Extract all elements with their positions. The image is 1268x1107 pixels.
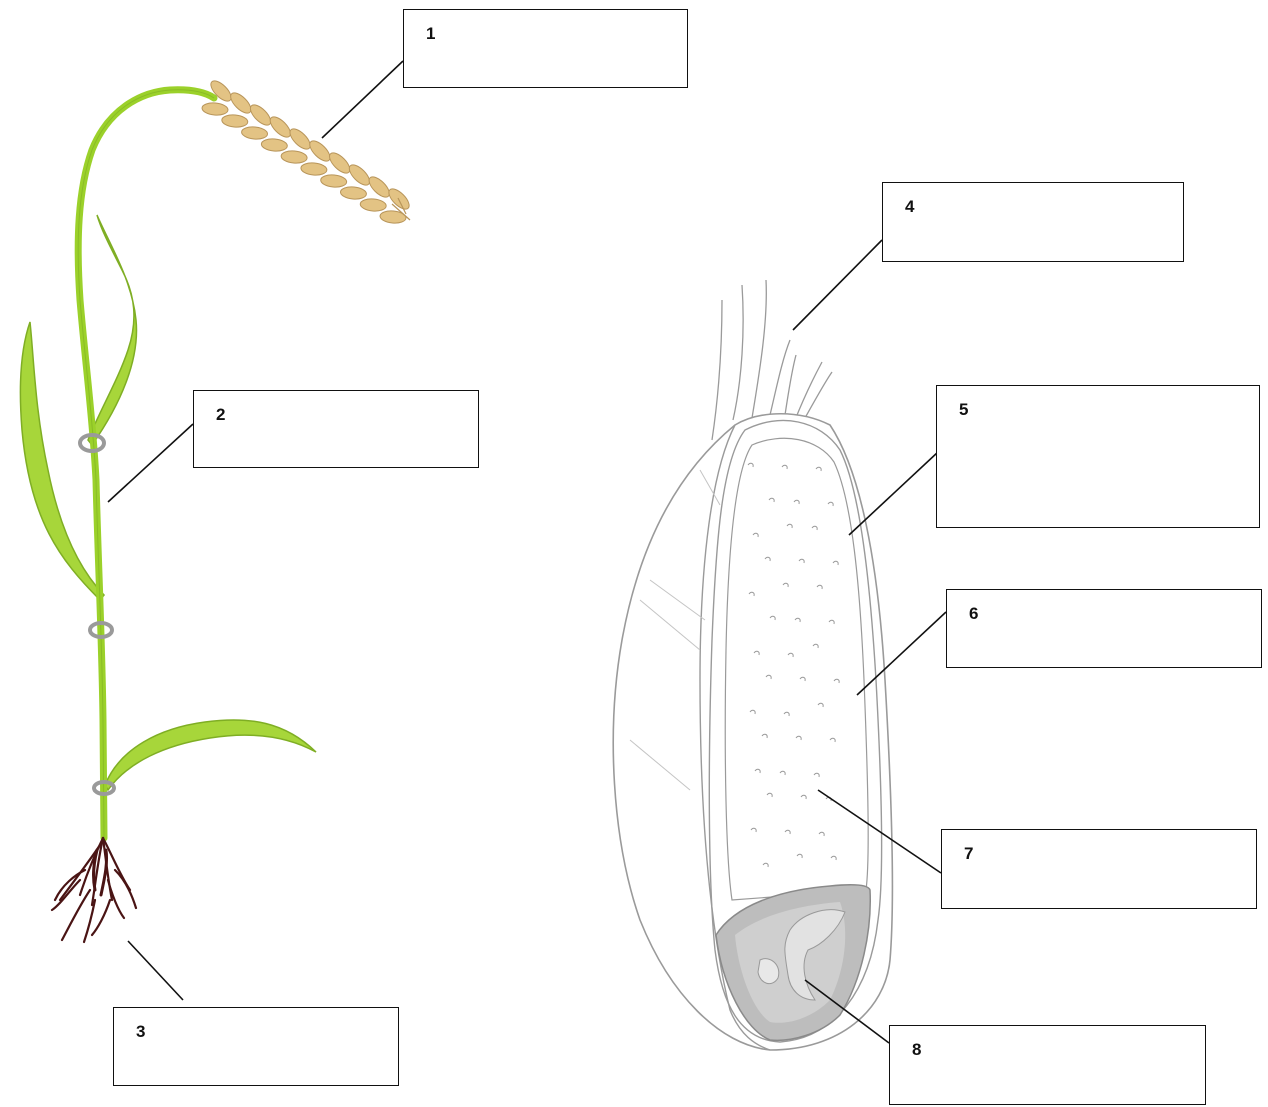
leader-line-3 [128,941,183,1000]
label-number-8: 8 [912,1040,921,1060]
leader-line-4 [793,240,882,330]
label-number-7: 7 [964,844,973,864]
label-box-4[interactable]: 4 [882,182,1184,262]
spikelet [366,174,393,201]
spikelet [281,150,308,164]
roots [52,838,136,942]
leader-line-2 [108,424,193,502]
spikelet [247,102,274,129]
spikelet [300,162,327,176]
wheat-plant [20,78,412,942]
label-box-1[interactable]: 1 [403,9,688,88]
label-box-7[interactable]: 7 [941,829,1257,909]
spikelet [306,138,333,165]
spikelet [320,174,347,188]
label-number-2: 2 [216,405,225,425]
label-number-4: 4 [905,197,914,217]
spikelet [221,114,248,128]
label-number-5: 5 [959,400,968,420]
label-box-3[interactable]: 3 [113,1007,399,1086]
leaf-lower [105,720,316,790]
spikelet [380,210,407,224]
leaf-upper-right [88,215,137,445]
spikelet [261,138,288,152]
label-number-1: 1 [426,24,435,44]
spikelet [346,162,373,189]
label-number-3: 3 [136,1022,145,1042]
spikelet [202,102,229,116]
label-box-2[interactable]: 2 [193,390,479,468]
label-box-8[interactable]: 8 [889,1025,1206,1105]
spikelet [287,126,314,153]
label-box-5[interactable]: 5 [936,385,1260,528]
label-box-6[interactable]: 6 [946,589,1262,668]
spikelet [360,198,387,212]
leader-line-5 [849,452,938,535]
spikelet [326,150,353,177]
spikelet [267,114,294,141]
spikelet [241,126,268,140]
spikelet [227,90,254,117]
spikelet [340,186,367,200]
wheat-ear [202,78,413,225]
label-number-6: 6 [969,604,978,624]
wheat-grain [613,280,892,1050]
leader-line-1 [322,61,403,138]
